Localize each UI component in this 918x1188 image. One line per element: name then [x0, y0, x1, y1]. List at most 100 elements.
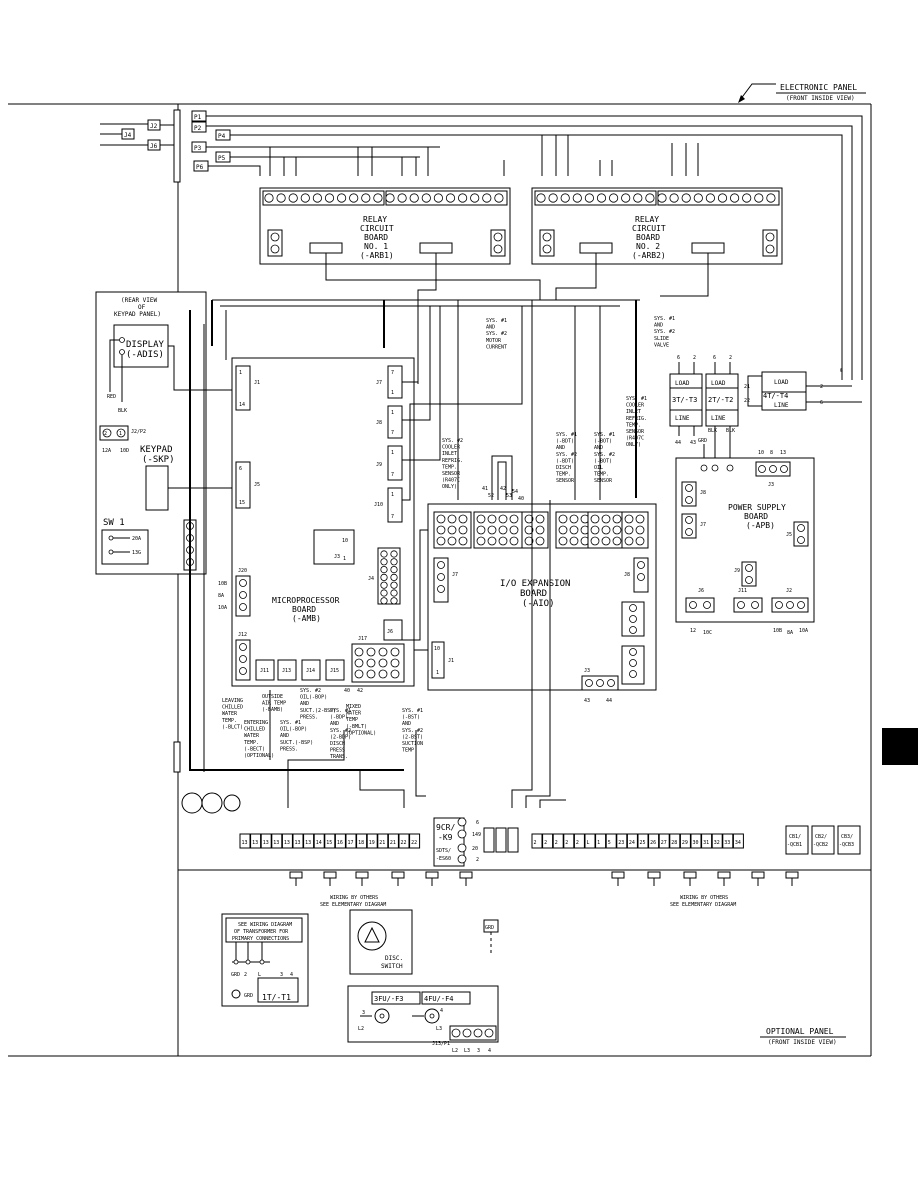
terminal: [658, 833, 670, 849]
relay-pin: [596, 193, 607, 203]
svg-text:20: 20: [472, 846, 478, 852]
sensor-label-lcwt: (-BLCT): [222, 724, 243, 730]
io-header-pin: [558, 525, 568, 535]
j17-pin: [366, 647, 376, 657]
svg-text:40: 40: [518, 496, 524, 502]
plug-p2-label: P2: [194, 125, 202, 132]
terminal-label: 21: [379, 840, 385, 846]
io-line2: BOARD: [520, 589, 547, 599]
io-header-pin: [509, 525, 519, 535]
j4-pin: [380, 550, 388, 558]
sensor-label-mixed: WATER: [346, 711, 362, 717]
display-label: DISPLAY: [126, 340, 165, 350]
terminal-label: 27: [661, 840, 667, 846]
terminal-label: 29: [682, 840, 688, 846]
svg-text:3FU/-F3: 3FU/-F3: [374, 995, 404, 1003]
sw1-label: SW 1: [103, 518, 125, 528]
j4-pin: [380, 573, 388, 582]
svg-text:6: 6: [476, 820, 479, 826]
io-header-pin: [458, 514, 468, 524]
io-header-pin: [601, 536, 611, 546]
svg-text:DISC.: DISC.: [385, 955, 403, 962]
svg-text:149: 149: [472, 832, 481, 838]
terminal-label: 22: [401, 840, 407, 846]
svg-text:1: 1: [343, 556, 346, 562]
svg-text:3: 3: [840, 368, 843, 374]
relay-pin: [336, 193, 347, 203]
j17-pin: [378, 647, 388, 657]
sw1-term-b: 13G: [132, 550, 141, 556]
sensor-label-disch: (-BDT): [556, 439, 574, 445]
keypad-label: KEYPAD: [140, 445, 173, 455]
sensor-label-mixed: (OPTIONAL): [346, 730, 376, 736]
svg-text:2: 2: [244, 972, 247, 978]
terminal-label: 2: [534, 840, 537, 846]
terminal-label: L: [587, 840, 590, 846]
svg-text:43: 43: [584, 698, 590, 704]
terminal: [398, 833, 410, 849]
svg-text:6: 6: [677, 355, 680, 361]
psb-line3: (-APB): [746, 521, 775, 530]
terminal-label: 32: [714, 840, 720, 846]
svg-text:1: 1: [391, 492, 394, 498]
relay-pin: [385, 193, 395, 203]
terminal-label: 2: [544, 840, 547, 846]
io-header-pin: [612, 525, 622, 535]
page-edge-tab: [882, 728, 918, 765]
svg-text:8A: 8A: [218, 593, 224, 599]
terminal: [303, 833, 315, 849]
j17-pin: [378, 669, 388, 679]
svg-text:6: 6: [239, 466, 242, 472]
current-transformer-3: [223, 794, 241, 812]
svg-text:J20: J20: [238, 568, 247, 574]
relay-pin: [421, 193, 431, 203]
io-header-pin: [476, 514, 486, 524]
relay-pin: [445, 193, 456, 203]
plug-p3-label: P3: [194, 145, 202, 152]
j4-pin: [390, 589, 398, 597]
terminal-label: 25: [640, 840, 646, 846]
svg-text:LOAD: LOAD: [711, 380, 726, 387]
svg-text:22: 22: [744, 398, 750, 404]
svg-text:J14: J14: [306, 668, 315, 674]
io-header-pin: [487, 514, 497, 524]
svg-text:PRIMARY CONNECTIONS: PRIMARY CONNECTIONS: [232, 936, 289, 942]
svg-text:4: 4: [290, 972, 293, 978]
sensor-label-cooler2: TEMP.: [442, 464, 457, 470]
svg-text:2T/-T2: 2T/-T2: [708, 396, 733, 404]
svg-text:10B: 10B: [773, 628, 782, 634]
display-module: [113, 324, 169, 368]
terminal: [387, 833, 399, 849]
svg-text:GRD: GRD: [231, 972, 240, 978]
svg-text:OF TRANSFORMER FOR: OF TRANSFORMER FOR: [234, 929, 289, 935]
terminal-label: 14: [316, 840, 322, 846]
wire-12a: 12A: [102, 448, 111, 454]
sensor-label-cooler1: ONLY): [626, 442, 641, 448]
microprocessor-board: 114 J1 615 J5 71 J7 17 J8 17 J9 17 J10 M…: [218, 357, 415, 694]
relay-pin: [288, 193, 298, 203]
j17-pin: [366, 658, 376, 668]
sensor-label-slide: VALVE: [654, 342, 669, 348]
terminal-label: 2: [565, 840, 568, 846]
terminal: [324, 833, 336, 849]
svg-text:10: 10: [342, 538, 348, 544]
relay1-line3: BOARD: [364, 233, 388, 242]
terminal: [345, 833, 357, 849]
terminal-label: 13: [263, 840, 269, 846]
svg-text:J3: J3: [768, 482, 774, 488]
svg-text:10C: 10C: [703, 630, 712, 636]
sensor-label-cooler1: TEMP.: [626, 422, 641, 428]
svg-text:1T/-T1: 1T/-T1: [262, 993, 291, 1002]
svg-text:GRD: GRD: [244, 993, 253, 999]
sw1-term-a: 20A: [132, 536, 141, 542]
j4-pin: [380, 589, 388, 597]
svg-text:13: 13: [780, 450, 786, 456]
io-header-pin: [447, 514, 457, 524]
svg-text:J1: J1: [448, 658, 454, 664]
sensor-label-oil1: AND: [280, 733, 289, 739]
svg-text:3T/-T3: 3T/-T3: [672, 396, 697, 404]
terminal-label: 33: [724, 840, 730, 846]
terminal: [356, 833, 368, 849]
